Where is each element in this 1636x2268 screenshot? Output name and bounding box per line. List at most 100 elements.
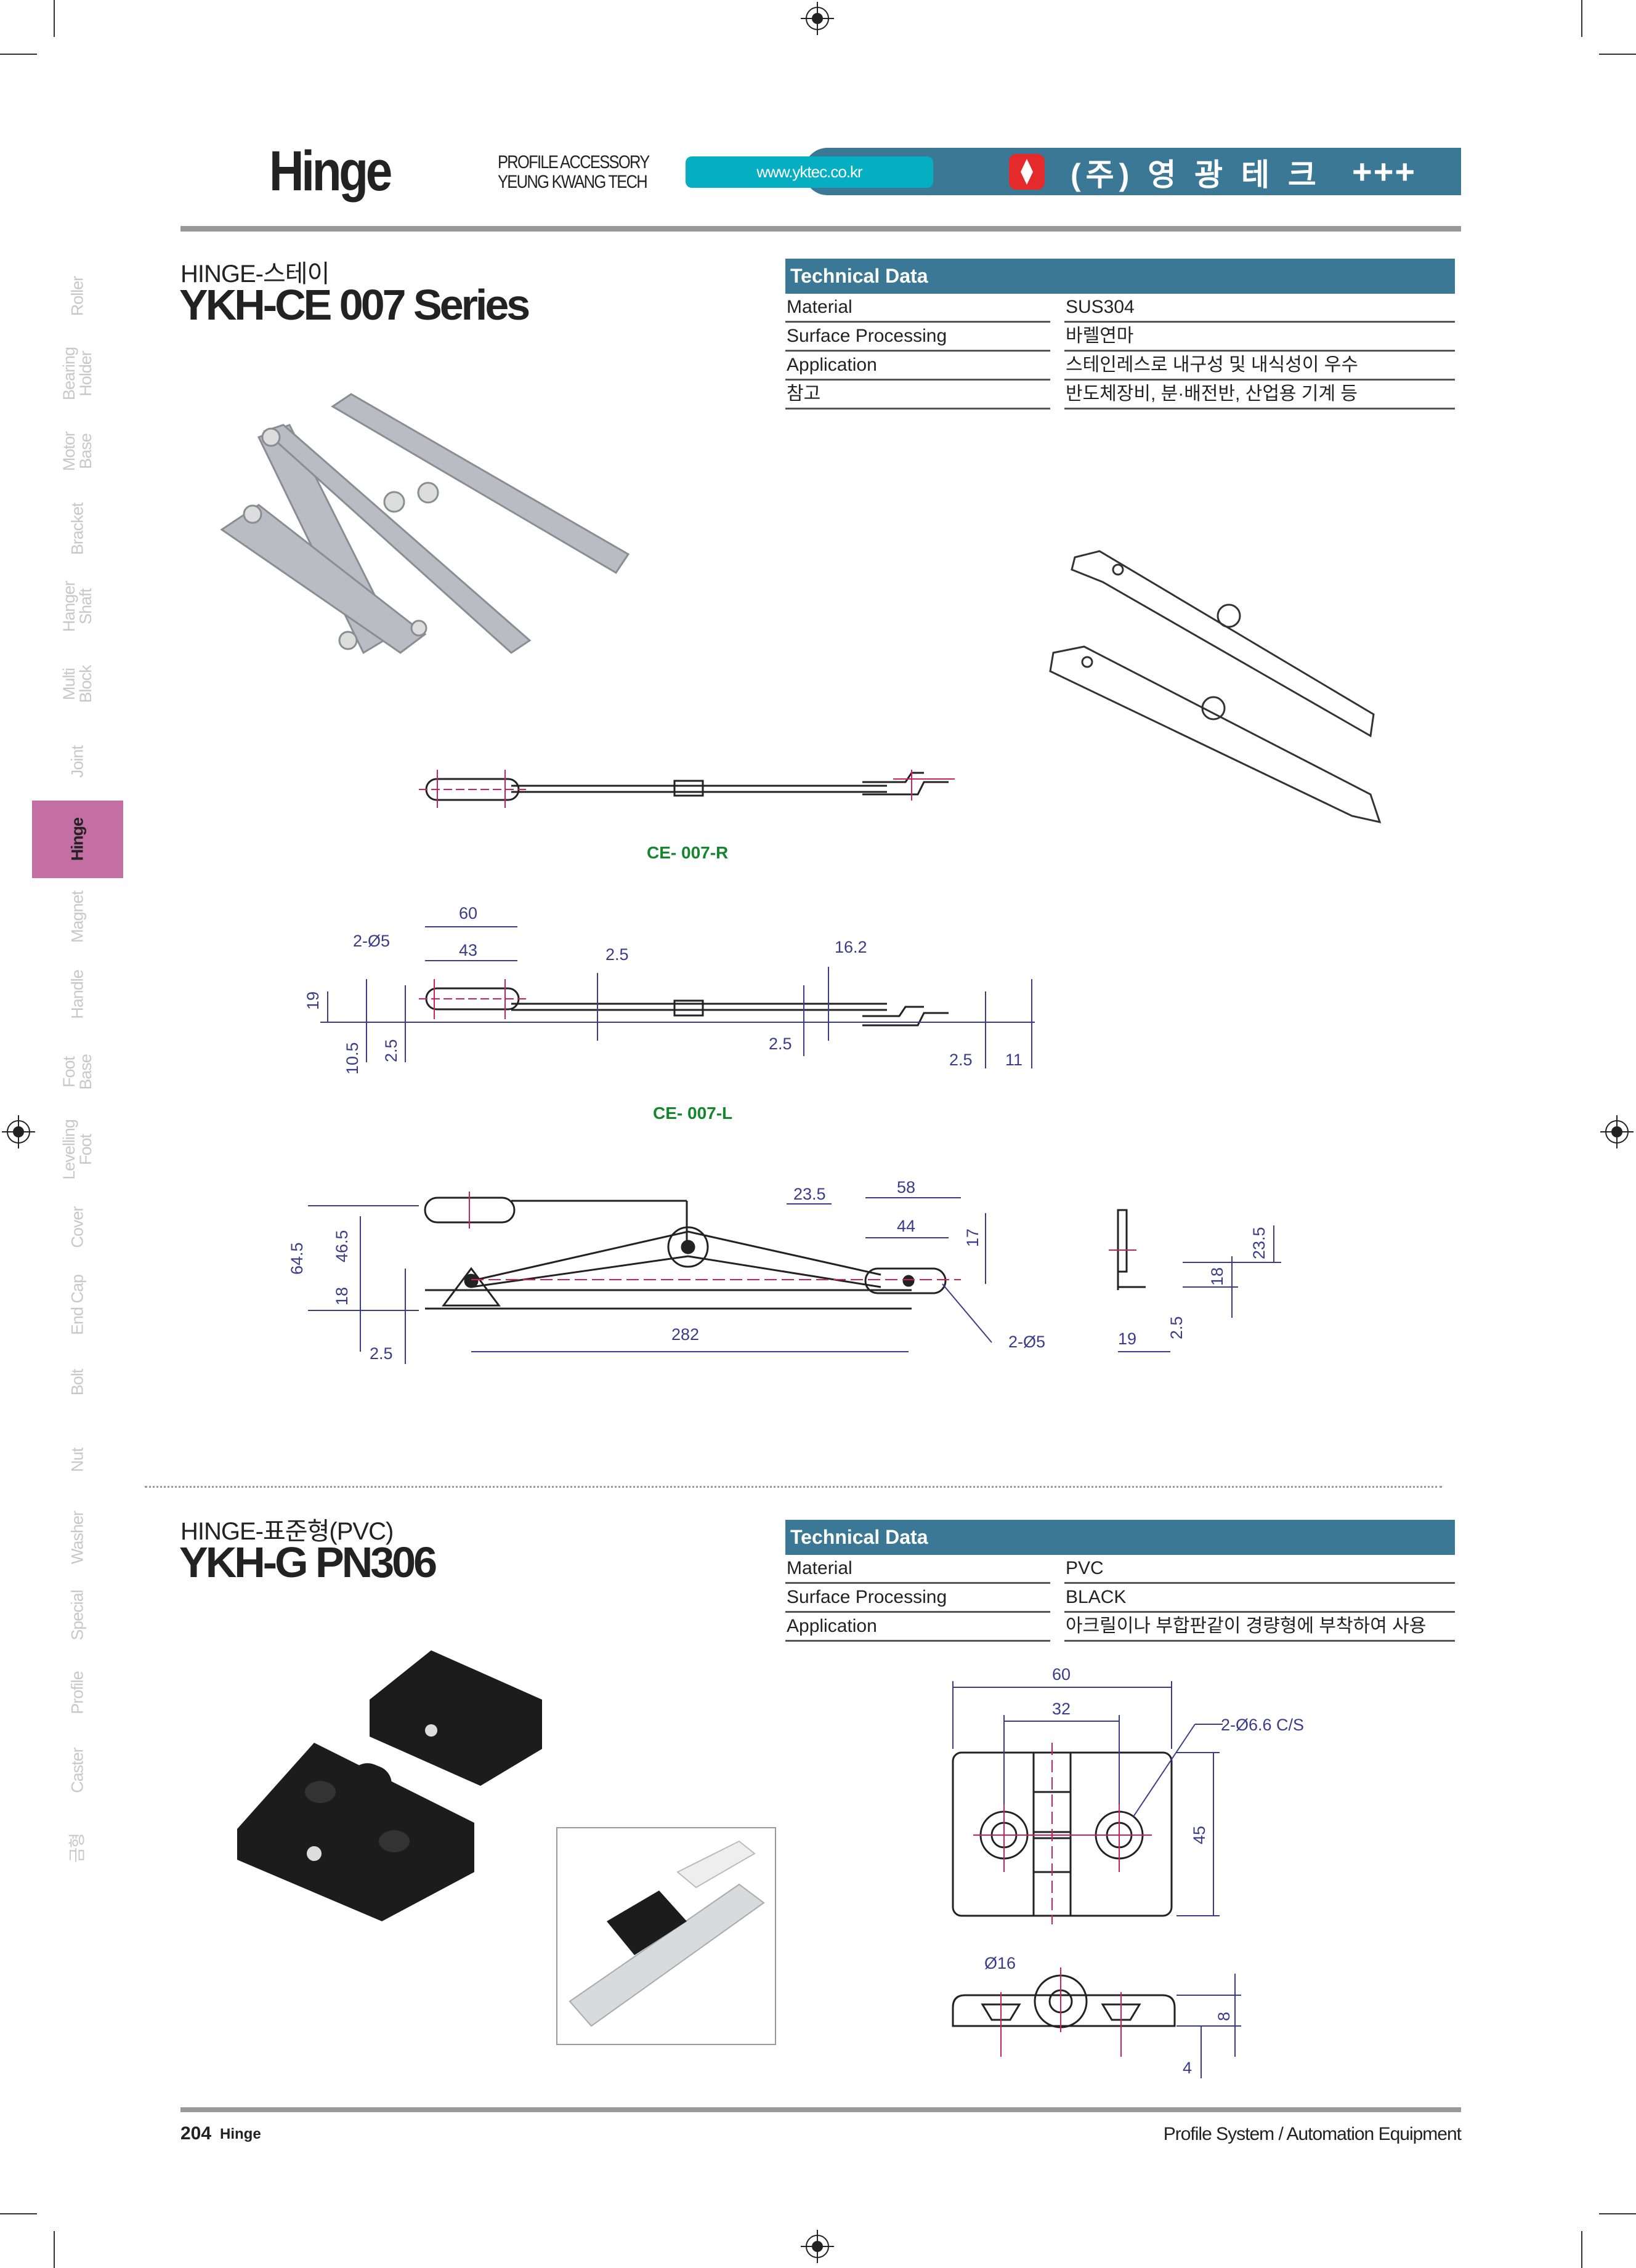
section2-subtitle: HINGE-표준형(PVC) <box>180 1518 394 1545</box>
company-name: (주) 영 광 테 크 <box>1071 158 1321 192</box>
sidebar-item-foot-base[interactable]: Foot Base <box>32 1033 123 1111</box>
sidebar-item-label: Roller <box>68 276 87 317</box>
sidebar-item-bearing-holder[interactable]: Bearing Holder <box>32 335 123 413</box>
dim-2.5-d: 2.5 <box>949 1051 973 1069</box>
sidebar-item-handle[interactable]: Handle <box>32 956 123 1033</box>
tech-data-heading: Technical Data <box>785 259 1455 294</box>
sidebar-item-label: Bolt <box>68 1369 87 1396</box>
footer-chapter: Hinge <box>220 2126 261 2142</box>
drawing-label-r: CE- 007-R <box>647 843 728 862</box>
dim-side-2.5: 2.5 <box>1167 1316 1186 1339</box>
footer-category: Profile System / Automation Equipment <box>1163 2124 1462 2144</box>
sidebar-item-label: Motor Base <box>60 431 95 472</box>
tech-data-key: Surface Processing <box>785 1584 1050 1613</box>
chapter-title: Hinge <box>269 140 392 203</box>
sidebar-item-roller[interactable]: Roller <box>32 257 123 335</box>
sidebar-item-nut[interactable]: Nut <box>32 1421 123 1499</box>
ce-007-r-drawing <box>419 770 955 808</box>
sidebar-item-label: 금형 <box>68 1833 87 1863</box>
dim-2-o5: 2-Ø5 <box>353 932 390 950</box>
sidebar-item-bolt[interactable]: Bolt <box>32 1344 123 1421</box>
sidebar-item-label: Levelling Foot <box>60 1120 95 1180</box>
dim-16.2: 16.2 <box>835 938 867 956</box>
tech-data-key: 참고 <box>785 381 1050 410</box>
footer-divider <box>180 2107 1461 2112</box>
tech-data-heading: Technical Data <box>785 1520 1455 1555</box>
tech-data-row: Application 아크릴이나 부합판같이 경량형에 부착하여 사용 <box>785 1613 1455 1642</box>
sidebar-item-motor-base[interactable]: Motor Base <box>32 413 123 490</box>
sidebar-item-label: Bracket <box>68 502 87 555</box>
dim-pvc-4: 4 <box>1183 2059 1192 2077</box>
dim-side-23.5: 23.5 <box>1250 1227 1268 1259</box>
sidebar-item-label: End Cap <box>68 1274 87 1336</box>
sidebar-item-caster[interactable]: Caster <box>32 1732 123 1809</box>
section-divider <box>145 1486 1442 1488</box>
tech-data-key: Material <box>785 1555 1050 1584</box>
tech-data-row: Material SUS304 <box>785 294 1455 323</box>
brand-plus-marks: +++ <box>1352 152 1417 191</box>
assembly-drawing <box>308 1192 992 1364</box>
dim-282: 282 <box>671 1325 699 1344</box>
sidebar-item-bracket[interactable]: Bracket <box>32 490 123 568</box>
sidebar-item-label: Hinge <box>68 817 87 862</box>
sidebar-item-special[interactable]: Special <box>32 1576 123 1654</box>
sidebar-item-label: Special <box>68 1590 87 1640</box>
sidebar-item-금형[interactable]: 금형 <box>32 1809 123 1887</box>
sidebar-item-label: Foot Base <box>60 1054 95 1090</box>
dim-64.5: 64.5 <box>288 1242 306 1275</box>
dim-2.5-c: 2.5 <box>769 1035 792 1053</box>
sidebar-item-label: Cover <box>68 1206 87 1248</box>
company-logo-icon <box>1009 154 1045 190</box>
dim-side-18: 18 <box>1208 1267 1226 1286</box>
sidebar-item-multi-block[interactable]: Multi Block <box>32 645 123 723</box>
sidebar-item-cover[interactable]: Cover <box>32 1188 123 1266</box>
tech-data-value: SUS304 <box>1064 294 1455 323</box>
dim-19: 19 <box>304 991 322 1010</box>
sidebar-item-label: Caster <box>68 1748 87 1793</box>
sidebar-item-label: Hanger Shaft <box>60 581 95 632</box>
sidebar-item-profile[interactable]: Profile <box>32 1654 123 1732</box>
sidebar-item-label: Magnet <box>68 890 87 943</box>
page-number: 204 <box>180 2123 212 2144</box>
sidebar-item-levelling-foot[interactable]: Levelling Foot <box>32 1111 123 1188</box>
tech-data-key: Application <box>785 1613 1050 1642</box>
sidebar-item-label: Washer <box>68 1511 87 1565</box>
dim-18: 18 <box>333 1287 351 1306</box>
dim-44: 44 <box>897 1217 915 1235</box>
sidebar-item-label: Nut <box>68 1448 87 1472</box>
sidebar-item-hanger-shaft[interactable]: Hanger Shaft <box>32 568 123 645</box>
tech-data-key: Application <box>785 352 1050 381</box>
dim-pvc-o16: Ø16 <box>984 1954 1016 1972</box>
dim-17: 17 <box>963 1229 982 1247</box>
sidebar-item-label: Joint <box>68 745 87 778</box>
dim-2.5-e: 2.5 <box>370 1344 393 1363</box>
sidebar-item-magnet[interactable]: Magnet <box>32 878 123 956</box>
tech-data-key: Surface Processing <box>785 323 1050 352</box>
dim-58: 58 <box>897 1178 915 1197</box>
tech-data-value: 아크릴이나 부합판같이 경량형에 부착하여 사용 <box>1064 1613 1455 1642</box>
tech-data-value: 바렐연마 <box>1064 323 1455 352</box>
dim-43: 43 <box>459 941 477 959</box>
sidebar-item-end-cap[interactable]: End Cap <box>32 1266 123 1344</box>
dim-pvc-8: 8 <box>1215 2012 1233 2021</box>
tech-data-value: 스테인레스로 내구성 및 내식성이 우수 <box>1064 352 1455 381</box>
dim-pvc-32: 32 <box>1052 1700 1071 1718</box>
tech-data-key: Material <box>785 294 1050 323</box>
tech-data-value: 반도체장비, 분·배전반, 산업용 기계 등 <box>1064 381 1455 410</box>
sidebar-item-washer[interactable]: Washer <box>32 1499 123 1576</box>
tagline-line1: PROFILE ACCESSORY <box>498 152 650 172</box>
sidebar-item-joint[interactable]: Joint <box>32 723 123 801</box>
dim-pvc-60: 60 <box>1052 1665 1071 1684</box>
dim-2.5-a: 2.5 <box>605 945 629 964</box>
dim-2.5-b: 2.5 <box>382 1039 400 1062</box>
sidebar-item-hinge[interactable]: Hinge <box>32 801 123 878</box>
pvc-hinge-drawing <box>952 1681 1241 2078</box>
website-link[interactable]: www.yktec.co.kr <box>686 156 933 188</box>
